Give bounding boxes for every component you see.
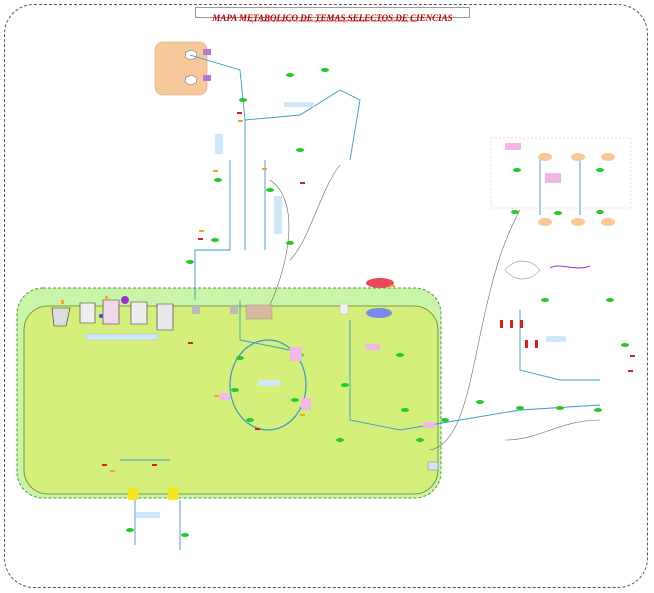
blue-node — [99, 314, 103, 318]
pink-pathway-box — [490, 137, 632, 209]
title-box: MAPA METABOLICO DE TEMAS SELECTOS DE CIE… — [195, 7, 470, 23]
diagram-frame — [4, 4, 648, 588]
transporter-icon — [203, 75, 211, 81]
ribosome-icon — [245, 304, 273, 320]
violet-node — [121, 296, 129, 304]
membrane-pore — [230, 306, 238, 314]
transporter-icon — [203, 49, 211, 55]
blue-complex — [366, 308, 392, 318]
yellow-channel — [128, 488, 138, 500]
ring-structure — [504, 260, 541, 280]
map-title: MAPA METABOLICO DE TEMAS SELECTOS DE CIE… — [212, 13, 453, 23]
yellow-channel — [168, 488, 178, 500]
info-box — [258, 380, 280, 386]
violet-path — [549, 265, 591, 269]
enzyme-nodes — [126, 68, 629, 537]
red-complex — [366, 278, 394, 288]
label-boxes — [136, 102, 566, 518]
cycle-path — [229, 339, 307, 431]
map-url: https://temas-selectos-de-ciencias.blogs… — [247, 18, 418, 23]
membrane-pore — [192, 306, 200, 314]
membrane-pore — [339, 303, 349, 315]
peach-compartment — [154, 41, 208, 96]
connector-lines — [269, 164, 601, 451]
cofactor-marks — [61, 112, 635, 472]
membrane-pore — [427, 461, 439, 471]
peach-nodes — [538, 153, 615, 226]
info-box — [85, 333, 159, 341]
